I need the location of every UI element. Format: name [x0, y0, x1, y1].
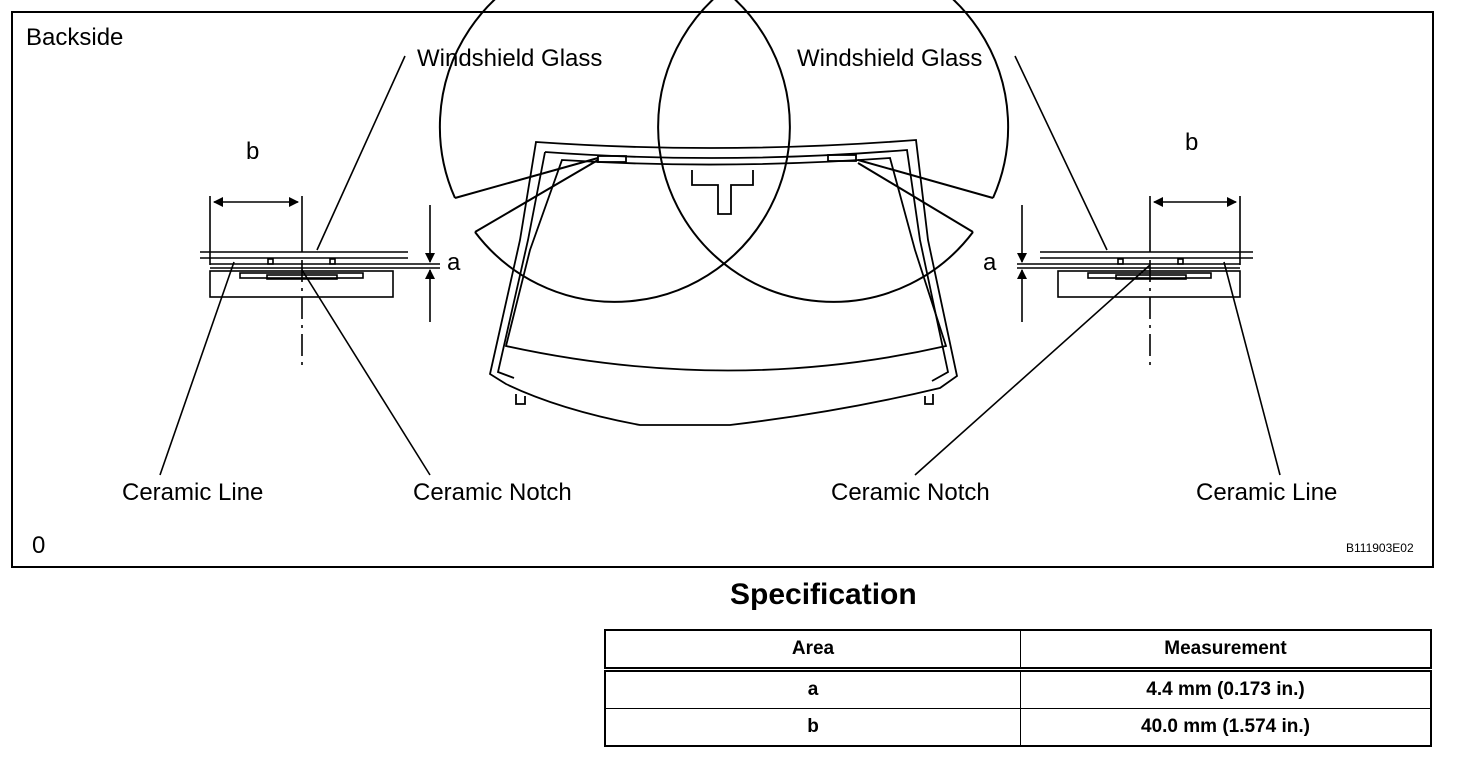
right-detail-contents	[914, 55, 1281, 476]
measurement-cell: 40.0 mm (1.574 in.)	[1020, 708, 1432, 747]
windshield-glass-label-left: Windshield Glass	[417, 45, 602, 72]
ceramic-line-label-left: Ceramic Line	[122, 479, 263, 506]
ceramic-line-leader-left	[159, 261, 235, 476]
dim-b-label-left: b	[246, 138, 259, 165]
windshield-glass-leader-left	[316, 55, 406, 251]
right-detail-circle	[657, 0, 1010, 303]
ceramic-notch-label-right: Ceramic Notch	[831, 479, 990, 506]
left-detail-circle	[438, 0, 791, 303]
specification-table: Area Measurement a 4.4 mm (0.173 in.) b …	[604, 629, 1432, 747]
area-cell: a	[604, 669, 1021, 709]
left-detail-contents	[159, 55, 440, 476]
ceramic-line-leader-right	[1223, 261, 1281, 476]
corner-label: 0	[32, 532, 45, 559]
right-callout-line-bottom	[857, 162, 974, 233]
windshield-outline	[488, 139, 959, 426]
windshield-diagram: Backside Windshield Glass Windshield Gla…	[11, 0, 1434, 568]
ceramic-notch-leader-left	[301, 269, 431, 476]
windshield-glass-leader-right	[1014, 55, 1108, 251]
table-row: a 4.4 mm (0.173 in.)	[604, 669, 1432, 709]
area-cell: b	[604, 708, 1021, 747]
measurement-cell: 4.4 mm (0.173 in.)	[1020, 669, 1432, 709]
dim-a-label-left: a	[447, 249, 461, 276]
diagram-frame	[11, 11, 1434, 568]
dim-b-label-right: b	[1185, 129, 1198, 156]
backside-label: Backside	[26, 24, 123, 51]
right-callout-line-top	[857, 159, 994, 199]
dim-a-label-right: a	[983, 249, 997, 276]
header-area: Area	[604, 629, 1021, 672]
ceramic-notch-label-left: Ceramic Notch	[413, 479, 572, 506]
specification-title: Specification	[730, 578, 917, 611]
figure-code: B111903E02	[1346, 541, 1414, 555]
table-header-row: Area Measurement	[604, 629, 1432, 672]
windshield-glass-label-right: Windshield Glass	[797, 45, 982, 72]
ceramic-line-label-right: Ceramic Line	[1196, 479, 1337, 506]
header-measurement: Measurement	[1020, 629, 1432, 672]
table-row: b 40.0 mm (1.574 in.)	[604, 708, 1432, 747]
left-callout-line-top	[454, 157, 599, 199]
ceramic-notch-leader-right	[914, 264, 1151, 476]
